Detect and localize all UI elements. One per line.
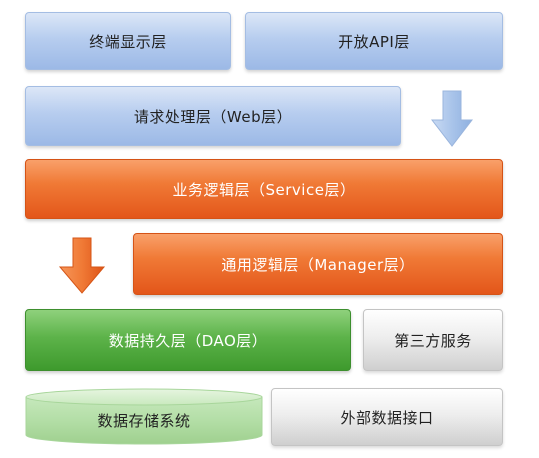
open-api-layer: 开放API层 [245, 12, 503, 70]
open-api-label: 开放API层 [338, 32, 410, 51]
terminal-display-layer: 终端显示层 [25, 12, 231, 70]
data-storage-system: 数据存储系统 [25, 388, 263, 446]
database-cylinder-icon [25, 388, 263, 445]
business-logic-label: 业务逻辑层（Service层） [172, 180, 356, 199]
general-logic-label: 通用逻辑层（Manager层） [221, 255, 415, 274]
data-persistence-label: 数据持久层（DAO层） [108, 331, 268, 350]
third-party-service-layer: 第三方服务 [363, 309, 503, 371]
down-arrow-icon [430, 90, 474, 147]
request-processing-layer: 请求处理层（Web层） [25, 86, 401, 146]
business-logic-layer: 业务逻辑层（Service层） [25, 159, 503, 219]
down-arrow-icon [58, 237, 106, 294]
data-persistence-layer: 数据持久层（DAO层） [25, 309, 351, 371]
external-data-interface-layer: 外部数据接口 [271, 388, 503, 446]
data-storage-label: 数据存储系统 [97, 411, 191, 430]
third-party-service-label: 第三方服务 [394, 331, 472, 350]
external-data-interface-label: 外部数据接口 [340, 408, 434, 427]
terminal-display-label: 终端显示层 [89, 32, 167, 51]
general-logic-layer: 通用逻辑层（Manager层） [133, 233, 503, 295]
request-processing-label: 请求处理层（Web层） [133, 107, 293, 126]
